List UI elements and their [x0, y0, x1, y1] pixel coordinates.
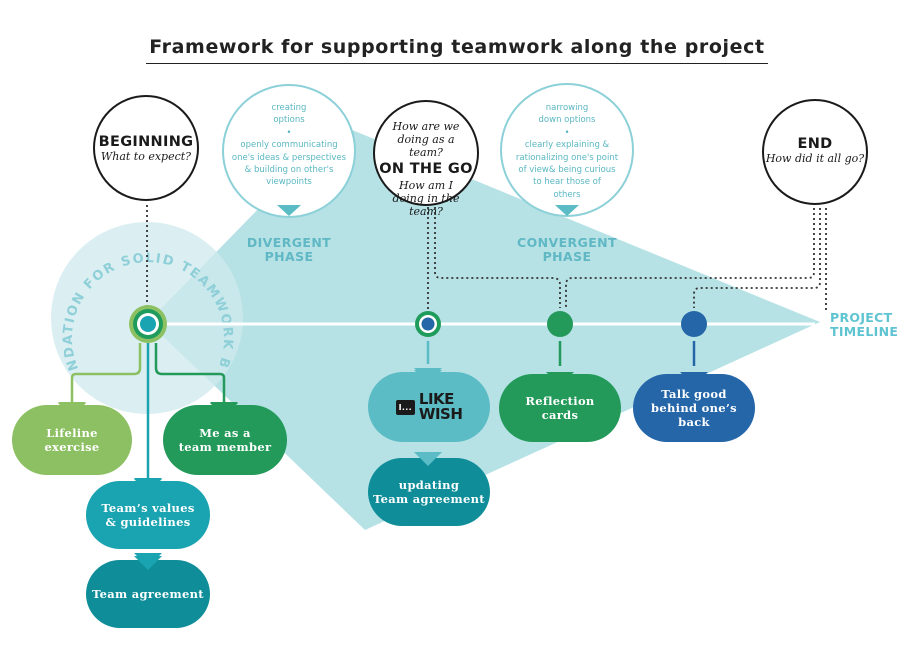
- divergent-note-line: & building on other's: [244, 165, 334, 176]
- convergent-label-line: PHASE: [542, 249, 592, 264]
- beginning-node: [129, 305, 167, 343]
- beginning-text: BEGINNING What to expect?: [96, 134, 196, 163]
- talk-good-pill[interactable]: Talk good behind one’s back: [633, 374, 755, 442]
- pill-label: Team agreement: [92, 587, 204, 601]
- pill-label: updating: [398, 478, 460, 492]
- team-agreement-pill[interactable]: Team agreement: [86, 560, 210, 628]
- convergent-note-line: rationalizing one's point: [515, 152, 619, 163]
- updating-team-agreement-pill[interactable]: updating Team agreement: [368, 458, 490, 526]
- like-wish-badge-icon: I...: [395, 399, 415, 415]
- pill-label: Team’s values: [101, 501, 195, 515]
- end-text: END How did it all go?: [765, 136, 865, 165]
- on-the-go-circle: [373, 100, 479, 206]
- title-underline: [146, 63, 768, 64]
- divergent-note-line: one's ideas & perspectives: [231, 152, 347, 163]
- beginning-question: What to expect?: [100, 150, 192, 163]
- convergent-note-line: narrowing: [545, 103, 589, 113]
- convergent-note-bullet: •: [564, 127, 570, 138]
- divergent-note-line: openly communicating: [240, 140, 338, 151]
- project-timeline-label: PROJECT TIMELINE: [830, 311, 910, 339]
- pill-label: Reflection: [525, 394, 595, 408]
- convergent-note-line: of view& being curious: [518, 165, 616, 176]
- pill-label: exercise: [44, 440, 100, 454]
- talk-good-node: [681, 311, 707, 337]
- convergent-note-line: to hear those of: [533, 177, 601, 188]
- on-the-go-question-bottom: How am I doing in the team?: [392, 179, 460, 218]
- timeline-label-line: PROJECT: [830, 310, 893, 325]
- divergent-note: creating options • openly communicating …: [224, 102, 354, 189]
- convergent-label-line: CONVERGENT: [517, 235, 617, 250]
- end-circle: [762, 99, 868, 205]
- convergent-note-line: clearly explaining &: [524, 140, 610, 151]
- wish-word: WISH: [418, 405, 463, 423]
- reflection-node: [547, 311, 573, 337]
- pill-label: & guidelines: [105, 515, 191, 529]
- like-wish-wordmark: LIKE WISH: [418, 390, 463, 423]
- pill-label: cards: [541, 408, 579, 422]
- convergent-note-line: others: [553, 189, 581, 200]
- reflection-cards-pill[interactable]: Reflection cards: [499, 374, 621, 442]
- beginning-circle: [93, 95, 199, 201]
- timeline-label-line: TIMELINE: [830, 324, 899, 339]
- convergent-note: narrowing down options • clearly explain…: [502, 102, 632, 201]
- divergent-note-line: viewpoints: [266, 177, 312, 188]
- pill-label: Me as a: [199, 426, 251, 440]
- on-the-go-node: [415, 311, 441, 337]
- beginning-label: BEGINNING: [98, 134, 194, 150]
- divergent-label-line: DIVERGENT: [246, 235, 332, 250]
- project-phase-shape: [148, 125, 820, 530]
- pill-label: Team agreement: [373, 492, 485, 506]
- pill-label: Lifeline: [46, 426, 98, 440]
- convergent-arrow-icon: [555, 205, 579, 216]
- on-the-go-label: ON THE GO: [379, 161, 473, 177]
- pill-label: Talk good: [661, 387, 727, 401]
- on-the-go-question-top: How are we doing as a team?: [392, 120, 460, 159]
- convergent-phase-label: CONVERGENT PHASE: [502, 236, 632, 264]
- pill-label: behind one’s: [651, 401, 737, 415]
- pill-label: back: [678, 415, 710, 429]
- dotted-connectors: [146, 205, 827, 312]
- convergent-note-line: down options: [538, 115, 596, 126]
- end-question: How did it all go?: [765, 152, 865, 165]
- lifeline-exercise-pill[interactable]: Lifeline exercise: [12, 405, 132, 475]
- page-title: Framework for supporting teamwork along …: [149, 36, 765, 58]
- on-the-go-text: How are we doing as a team? ON THE GO Ho…: [374, 120, 478, 218]
- divergent-note-circle: [222, 84, 356, 218]
- pill-label: team member: [178, 440, 272, 454]
- like-word: LIKE: [418, 390, 455, 408]
- end-label: END: [797, 136, 833, 152]
- divergent-label-line: PHASE: [264, 249, 314, 264]
- me-as-team-member-pill[interactable]: Me as a team member: [163, 405, 287, 475]
- beginning-branches: [70, 343, 226, 478]
- divergent-phase-label: DIVERGENT PHASE: [234, 236, 344, 264]
- divergent-note-bullet: •: [286, 127, 292, 138]
- divergent-note-line: creating: [271, 103, 307, 113]
- team-values-pill[interactable]: Team’s values & guidelines: [86, 481, 210, 549]
- divergent-arrow-icon: [277, 205, 301, 216]
- like-wish-pill[interactable]: I... LIKE WISH: [368, 372, 490, 442]
- divergent-note-line: options: [273, 115, 305, 126]
